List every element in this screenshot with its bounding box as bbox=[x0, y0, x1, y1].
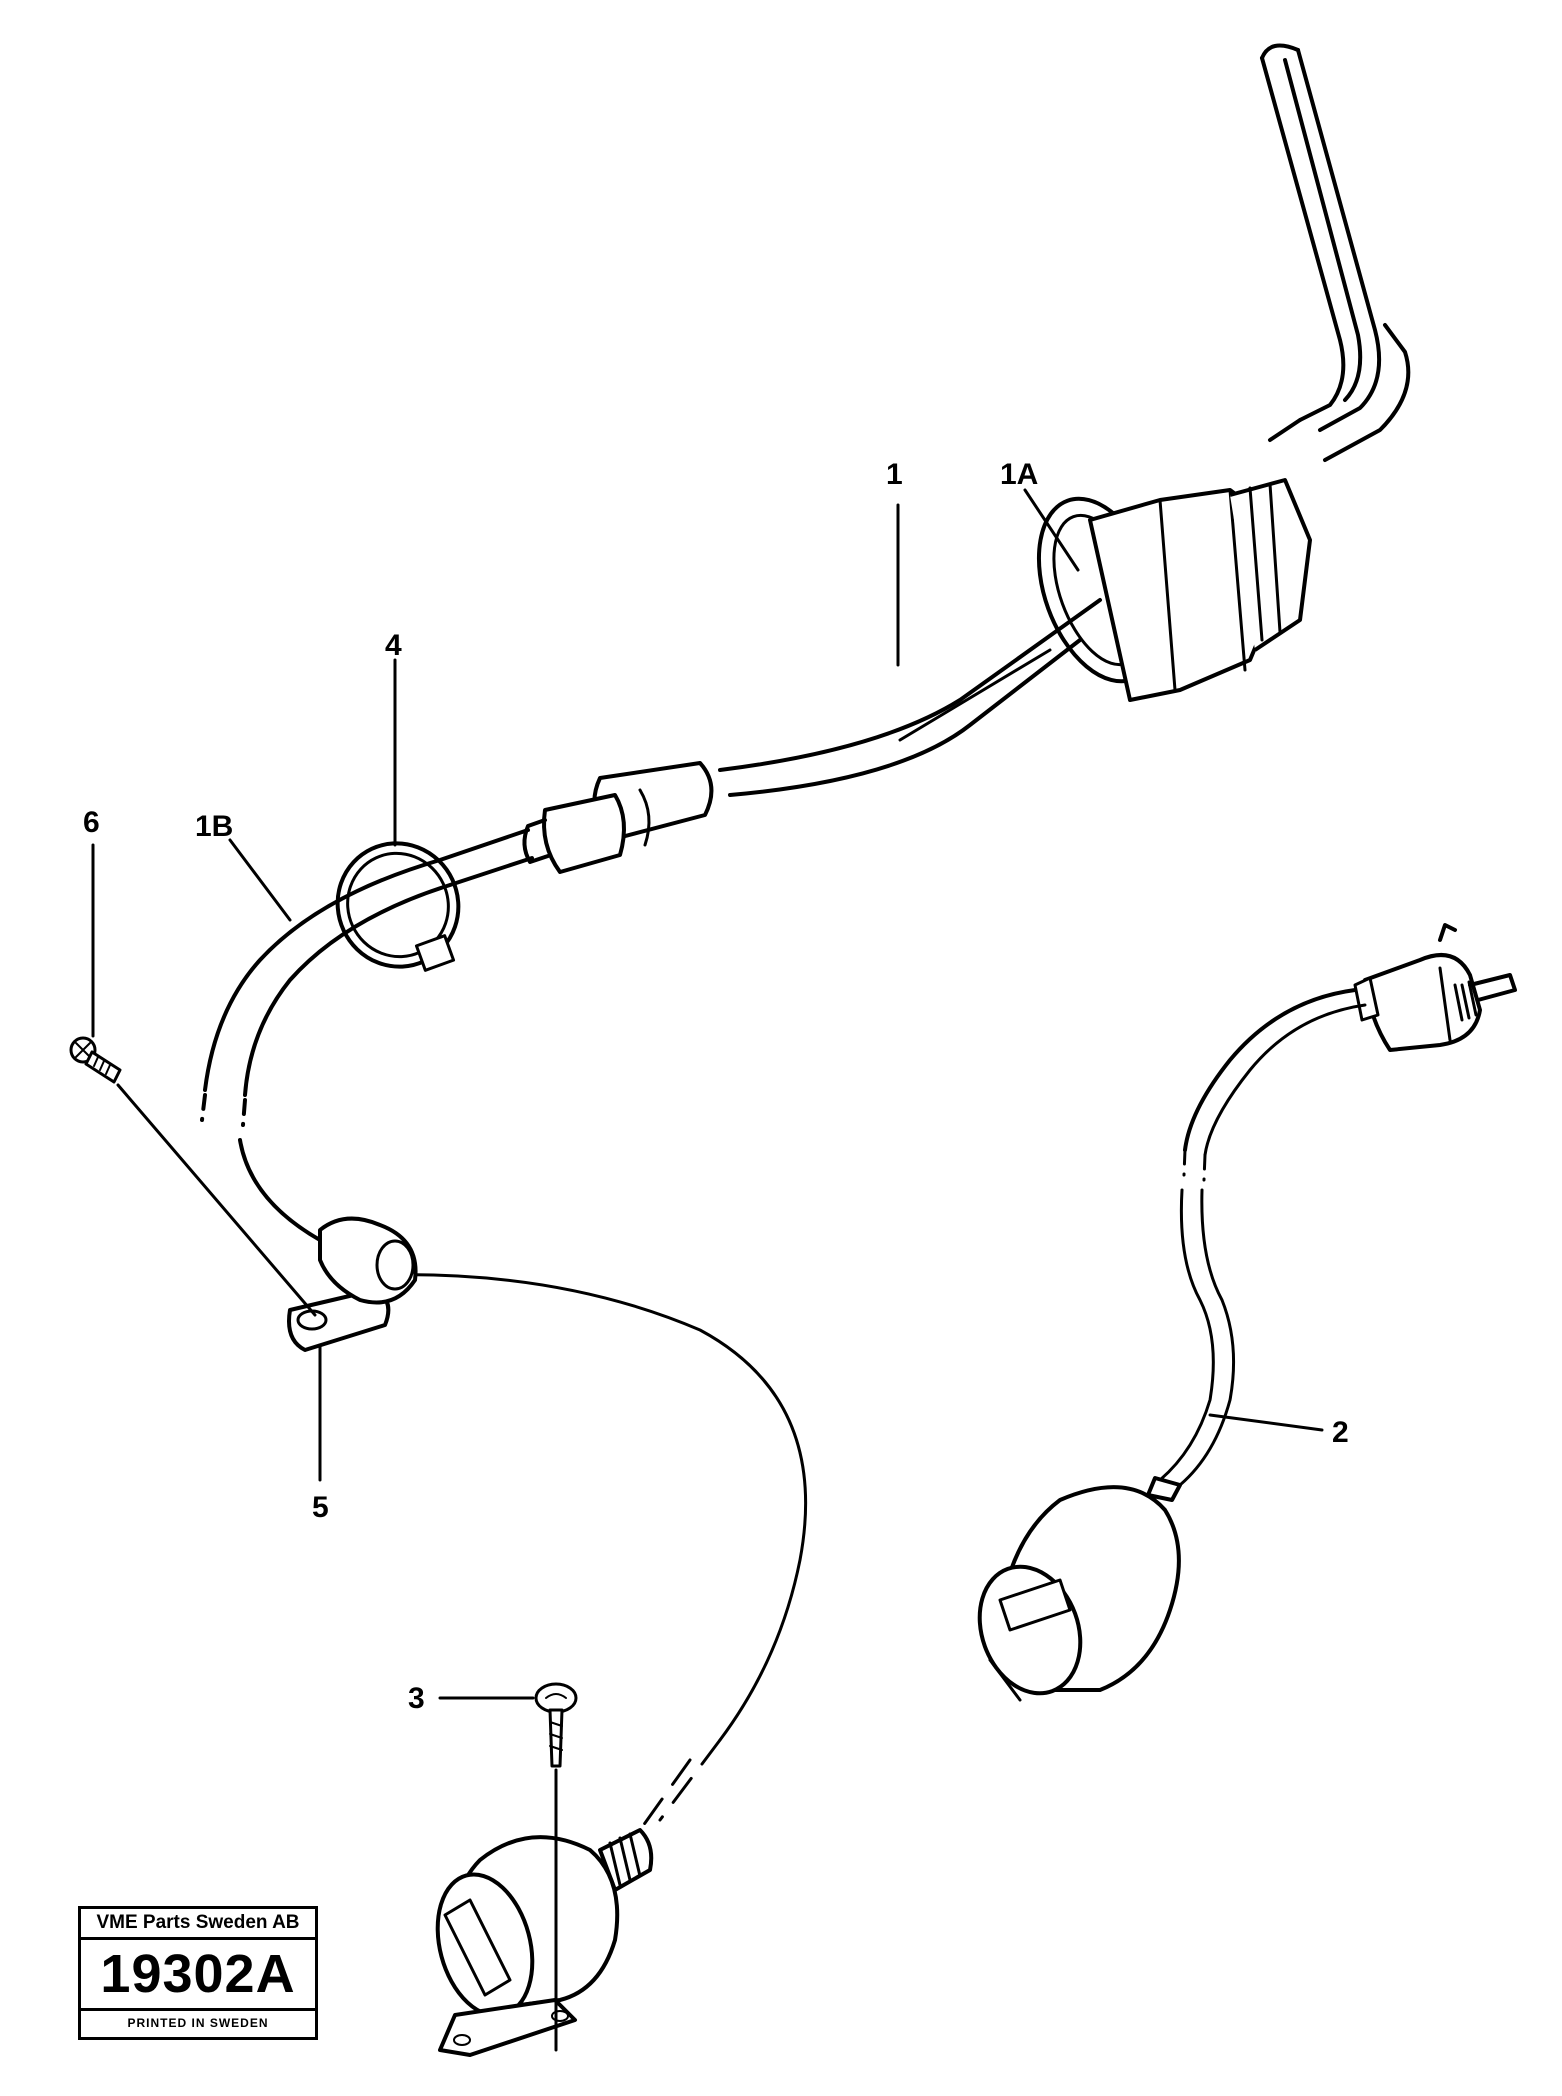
drawing-stamp: VME Parts Sweden AB 19302A PRINTED IN SW… bbox=[78, 1906, 318, 2040]
cable-clamp bbox=[287, 1216, 418, 1352]
callout-4: 4 bbox=[385, 629, 402, 662]
stamp-company: VME Parts Sweden AB bbox=[81, 1909, 315, 1940]
screw-3 bbox=[534, 1682, 578, 1768]
stamp-drawing-number: 19302A bbox=[81, 1940, 315, 2011]
socket-connector bbox=[435, 1828, 654, 2057]
callout-6: 6 bbox=[83, 806, 100, 839]
cable-1b bbox=[200, 828, 808, 1832]
extension-cable bbox=[977, 923, 1517, 1702]
leader-lines bbox=[91, 488, 1324, 2052]
screw-6 bbox=[69, 1036, 122, 1084]
cable-assembly bbox=[522, 598, 1102, 874]
stamp-printed: PRINTED IN SWEDEN bbox=[127, 2016, 269, 2030]
nut-and-seal-ring bbox=[1036, 478, 1312, 702]
callout-2: 2 bbox=[1332, 1416, 1349, 1449]
heater-element bbox=[1260, 43, 1411, 462]
callout-1b: 1B bbox=[195, 810, 233, 843]
callout-5: 5 bbox=[312, 1491, 329, 1524]
callout-3: 3 bbox=[408, 1682, 425, 1715]
callout-1: 1 bbox=[886, 458, 903, 491]
callout-1a: 1A bbox=[1000, 458, 1038, 491]
hose-clip bbox=[335, 841, 461, 972]
